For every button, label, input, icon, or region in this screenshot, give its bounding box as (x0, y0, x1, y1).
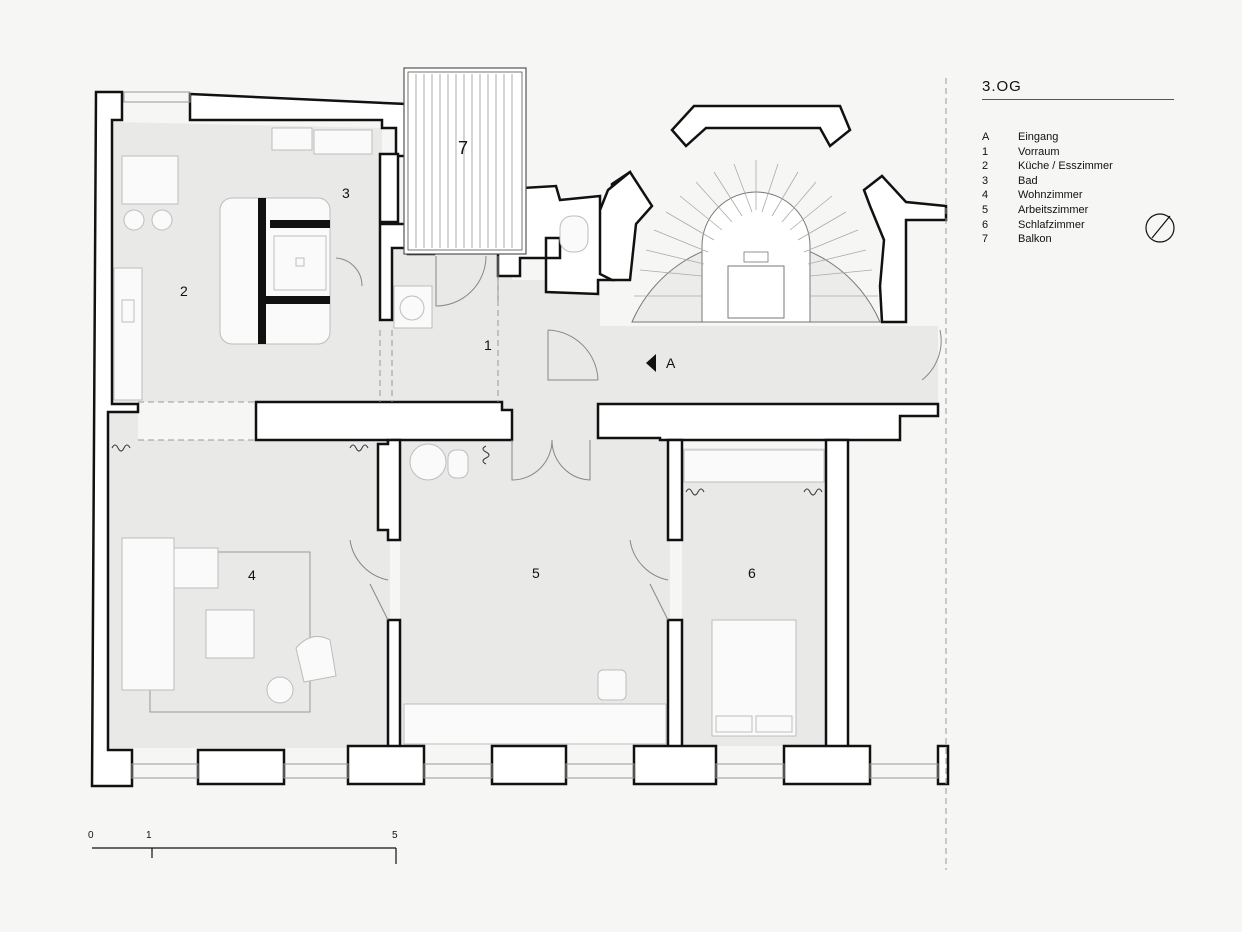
scale-label-1: 1 (146, 830, 152, 841)
room-label-2: 2 (180, 283, 188, 299)
entrance-triangle-icon (646, 354, 656, 372)
room-label-7: 7 (458, 138, 468, 158)
legend-key: 2 (982, 160, 989, 173)
balcony (403, 67, 527, 255)
legend: 3.OG A Eingang 1 Vorraum 2 Küche / Esszimme… (982, 78, 1174, 247)
legend-key: 6 (982, 218, 989, 231)
living-room-furniture (121, 537, 337, 713)
doors (335, 255, 942, 621)
legend-item: 4 Wohnzimmer (982, 188, 1174, 203)
legend-key: 5 (982, 203, 989, 216)
kitchen-furniture (113, 127, 373, 401)
floor-title: 3.OG (982, 78, 1174, 100)
dashed-lines (138, 78, 947, 870)
legend-item: 5 Arbeitszimmer (982, 203, 1174, 218)
legend-key: 4 (982, 189, 989, 202)
room-label-entrance: A (666, 355, 676, 371)
legend-item: 6 Schlafzimmer (982, 218, 1174, 233)
legend-item: 1 Vorraum (982, 145, 1174, 160)
room-label-3: 3 (342, 185, 350, 201)
radiators (111, 444, 823, 496)
legend-key: 1 (982, 145, 989, 158)
legend-item: A Eingang (982, 130, 1174, 145)
legend-key: A (982, 131, 990, 143)
scale-bar: 0 1 5 (88, 830, 398, 864)
bathroom-fixtures (393, 215, 589, 481)
bedroom-furniture (683, 449, 825, 737)
walls (90, 90, 950, 788)
staircase (631, 160, 881, 323)
legend-label: Vorraum (1018, 145, 1060, 158)
legend-item: 3 Bad (982, 174, 1174, 189)
legend-item: 7 Balkon (982, 232, 1174, 247)
legend-label: Bad (1018, 174, 1038, 187)
scale-label-0: 0 (88, 830, 94, 841)
legend-key: 3 (982, 174, 989, 187)
north-arrow-icon (1145, 213, 1175, 243)
room-label-1: 1 (484, 337, 492, 353)
legend-key: 7 (982, 233, 989, 246)
windows (123, 91, 939, 779)
room-label-5: 5 (532, 565, 540, 581)
study-furniture (403, 669, 667, 745)
legend-label: Wohnzimmer (1018, 189, 1083, 202)
legend-label: Eingang (1018, 131, 1059, 143)
legend-label: Balkon (1018, 233, 1052, 246)
legend-label: Schlafzimmer (1018, 218, 1085, 231)
room-label-4: 4 (248, 567, 256, 583)
scale-label-5: 5 (392, 830, 398, 841)
legend-label: Arbeitszimmer (1018, 203, 1089, 216)
legend-item: 2 Küche / Esszimmer (982, 159, 1174, 174)
legend-label: Küche / Esszimmer (1018, 160, 1113, 173)
room-label-6: 6 (748, 565, 756, 581)
